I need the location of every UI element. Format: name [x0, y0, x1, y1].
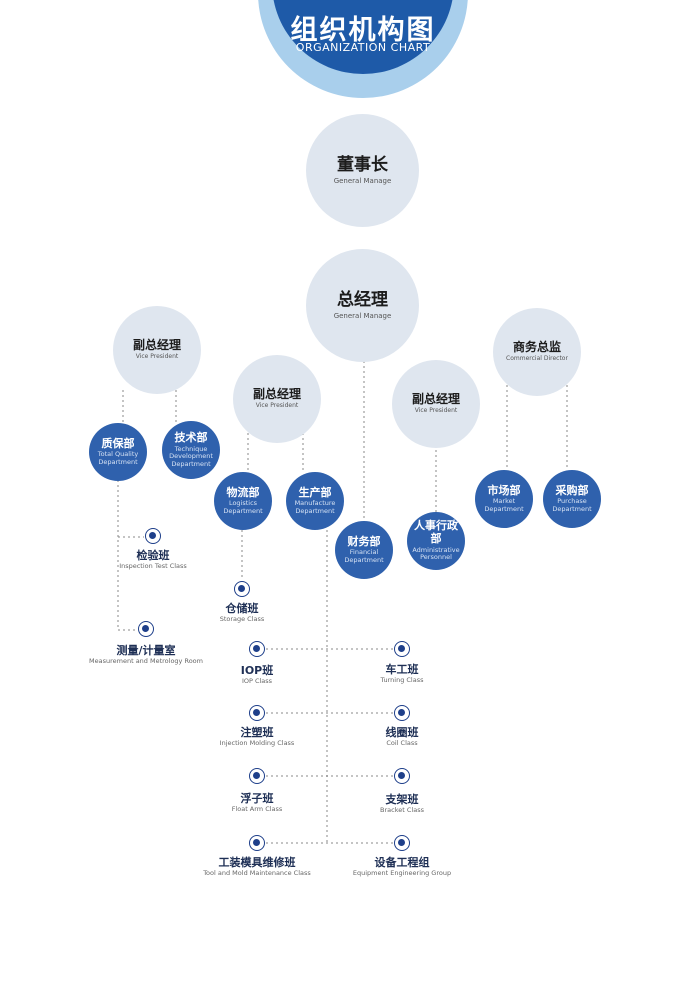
node-commercial-director: 商务总监 Commercial Director: [493, 308, 581, 396]
class-storage-cn: 仓储班: [225, 602, 259, 615]
class-metrology-cn: 测量/计量室: [116, 644, 176, 657]
node-vp-left-en: Vice President: [135, 352, 179, 360]
node-finance-dept-cn: 财务部: [347, 534, 381, 548]
class-injection-cn: 注塑班: [240, 726, 274, 739]
node-purchase-dept: 采购部 Purchase Department: [543, 470, 601, 528]
class-coil-label: 线圈班 Coil Class: [302, 726, 502, 748]
class-iop-cn: IOP班: [240, 664, 274, 677]
class-float-arm-label: 浮子班 Float Arm Class: [157, 792, 357, 814]
node-chairman-en: General Manage: [333, 176, 392, 185]
class-coil-en: Coil Class: [386, 739, 418, 748]
node-tech-dept-en: Technique Development Department: [169, 444, 213, 468]
class-bracket-label: 支架班 Bracket Class: [302, 793, 502, 815]
node-general-manager-cn: 总经理: [337, 290, 388, 311]
page-subtitle: ORGANIZATION CHART: [295, 41, 431, 54]
node-tech-dept: 技术部 Technique Development Department: [162, 421, 220, 479]
node-admin-dept: 人事行政部 Administrative Personnel: [407, 512, 465, 570]
class-turning-dot-icon: [394, 641, 410, 657]
node-vp-right-en: Vice President: [414, 406, 458, 414]
class-equipment-en: Equipment Engineering Group: [352, 869, 452, 878]
class-metrology-en: Measurement and Metrology Room: [89, 657, 203, 666]
node-purchase-dept-en: Purchase Department: [552, 497, 592, 513]
node-finance-dept-en: Financial Department: [344, 548, 384, 564]
class-turning-en: Turning Class: [380, 676, 424, 685]
node-vp-center-cn: 副总经理: [252, 387, 301, 402]
node-general-manager-en: General Manage: [333, 311, 392, 320]
node-commercial-director-en: Commercial Director: [506, 354, 568, 362]
node-chairman: 董事长 General Manage: [306, 114, 419, 227]
class-injection-label: 注塑班 Injection Molding Class: [157, 726, 357, 748]
class-tool-mold-cn: 工装模具维修班: [218, 856, 296, 869]
node-finance-dept: 财务部 Financial Department: [335, 521, 393, 579]
class-iop-dot-icon: [249, 641, 265, 657]
node-market-dept-cn: 市场部: [487, 483, 521, 497]
class-storage-label: 仓储班 Storage Class: [142, 602, 342, 624]
node-purchase-dept-cn: 采购部: [555, 483, 589, 497]
class-metrology-dot-icon: [138, 621, 154, 637]
class-storage-en: Storage Class: [219, 615, 265, 624]
class-bracket-en: Bracket Class: [380, 806, 424, 815]
node-vp-center: 副总经理 Vice President: [233, 355, 321, 443]
class-tool-mold-dot-icon: [249, 835, 265, 851]
class-inspection-label: 检验班 Inspection Test Class: [53, 549, 253, 571]
class-coil-dot-icon: [394, 705, 410, 721]
node-logistics-dept: 物流部 Logistics Department: [214, 472, 272, 530]
class-injection-dot-icon: [249, 705, 265, 721]
class-iop-en: IOP Class: [241, 677, 273, 686]
node-vp-left-cn: 副总经理: [132, 338, 181, 353]
page-title: 组织机构图: [290, 15, 436, 46]
class-storage-dot-icon: [234, 581, 250, 597]
class-metrology-label: 测量/计量室 Measurement and Metrology Room: [46, 644, 246, 666]
node-commercial-director-cn: 商务总监: [512, 340, 561, 355]
node-manufacture-dept-en: Manufacture Department: [294, 499, 336, 515]
class-turning-cn: 车工班: [385, 663, 419, 676]
class-tool-mold-label: 工装模具维修班 Tool and Mold Maintenance Class: [157, 856, 357, 878]
node-manufacture-dept-cn: 生产部: [298, 485, 332, 499]
class-coil-cn: 线圈班: [385, 726, 419, 739]
node-chairman-cn: 董事长: [337, 155, 388, 176]
node-admin-dept-en: Administrative Personnel: [412, 545, 460, 562]
node-vp-right: 副总经理 Vice President: [392, 360, 480, 448]
class-equipment-label: 设备工程组 Equipment Engineering Group: [302, 856, 502, 878]
node-general-manager: 总经理 General Manage: [306, 249, 419, 362]
class-inspection-en: Inspection Test Class: [119, 562, 187, 571]
class-equipment-cn: 设备工程组: [374, 856, 430, 869]
node-vp-center-en: Vice President: [255, 401, 299, 409]
class-tool-mold-en: Tool and Mold Maintenance Class: [203, 869, 311, 878]
class-bracket-dot-icon: [394, 768, 410, 784]
node-quality-dept-en: Total Quality Department: [97, 450, 139, 466]
class-iop-label: IOP班 IOP Class: [157, 664, 357, 686]
node-market-dept-en: Market Department: [484, 497, 524, 513]
node-market-dept: 市场部 Market Department: [475, 470, 533, 528]
node-tech-dept-cn: 技术部: [174, 430, 208, 444]
class-equipment-dot-icon: [394, 835, 410, 851]
node-quality-dept: 质保部 Total Quality Department: [89, 423, 147, 481]
node-vp-right-cn: 副总经理: [411, 392, 460, 407]
node-quality-dept-cn: 质保部: [101, 436, 135, 450]
class-bracket-cn: 支架班: [385, 793, 419, 806]
class-injection-en: Injection Molding Class: [219, 739, 295, 748]
class-inspection-dot-icon: [145, 528, 161, 544]
node-logistics-dept-cn: 物流部: [226, 485, 260, 499]
class-inspection-cn: 检验班: [136, 549, 170, 562]
class-turning-label: 车工班 Turning Class: [302, 663, 502, 685]
node-manufacture-dept: 生产部 Manufacture Department: [286, 472, 344, 530]
class-float-arm-en: Float Arm Class: [231, 805, 283, 814]
node-vp-left: 副总经理 Vice President: [113, 306, 201, 394]
node-logistics-dept-en: Logistics Department: [223, 499, 263, 515]
class-float-arm-cn: 浮子班: [240, 792, 274, 805]
class-float-arm-dot-icon: [249, 768, 265, 784]
node-admin-dept-cn: 人事行政部: [414, 519, 458, 546]
